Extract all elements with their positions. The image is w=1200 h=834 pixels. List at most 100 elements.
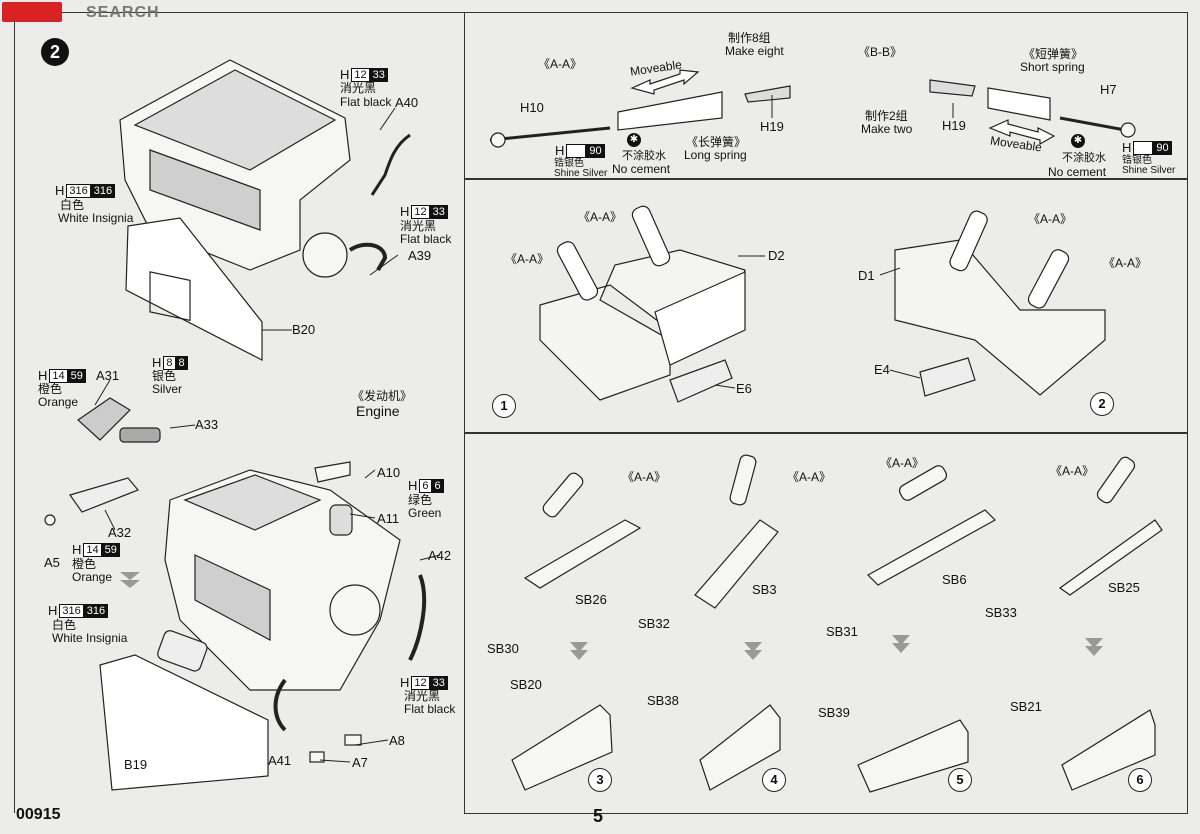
view-label-aa: 《A-A》 bbox=[538, 57, 583, 71]
step-circle: 1 bbox=[492, 394, 516, 418]
view-label-aa: 《A-A》 bbox=[787, 470, 832, 484]
part-label: H10 bbox=[520, 100, 544, 115]
logo-mark bbox=[2, 2, 62, 22]
view-label-aa: 《A-A》 bbox=[1028, 212, 1073, 226]
part-label: SB21 bbox=[1010, 699, 1042, 714]
part-label: A32 bbox=[108, 525, 132, 540]
color-name-en: Orange bbox=[38, 395, 79, 409]
part-label: H19 bbox=[942, 118, 966, 133]
no-cement-icon: ✱ bbox=[1071, 134, 1085, 148]
no-cement-cn: 不涂胶水 bbox=[622, 150, 666, 162]
color-name-cn: 消光黑 bbox=[400, 219, 437, 233]
view-label-aa: 《A-A》 bbox=[880, 456, 925, 470]
part-label: A39 bbox=[408, 248, 432, 263]
step-circle: 5 bbox=[948, 768, 972, 792]
no-cement-en: No cement bbox=[612, 162, 671, 176]
part-label: A11 bbox=[377, 511, 400, 526]
part-label: A8 bbox=[389, 733, 405, 748]
part-label: A31 bbox=[96, 368, 120, 383]
spring-panel bbox=[464, 12, 1188, 180]
kit-number: 00915 bbox=[16, 806, 61, 823]
part-label: SB32 bbox=[638, 616, 670, 631]
step-number-badge: 2 bbox=[41, 38, 69, 66]
assembly-panel-1-2 bbox=[464, 178, 1188, 434]
part-label: SB25 bbox=[1108, 580, 1140, 595]
color-name-en: Flat black bbox=[404, 702, 456, 716]
page-number: 5 bbox=[593, 806, 604, 826]
color-name-en: Green bbox=[408, 506, 442, 520]
logo-text: SEARCH bbox=[86, 4, 160, 21]
color-name-cn: 锆银色 bbox=[1122, 155, 1152, 166]
part-label: E6 bbox=[736, 381, 752, 396]
part-label: SB39 bbox=[818, 705, 850, 720]
long-spring-cn: 《长弹簧》 bbox=[686, 135, 747, 149]
view-label-aa: 《A-A》 bbox=[578, 210, 623, 224]
long-spring-en: Long spring bbox=[684, 148, 747, 162]
part-label: A40 bbox=[395, 95, 419, 110]
no-cement-cn: 不涂胶水 bbox=[1062, 152, 1106, 164]
color-name-cn: 消光黑 bbox=[404, 689, 441, 703]
assembly-panel-3-6 bbox=[464, 432, 1188, 814]
color-name-cn: 绿色 bbox=[408, 493, 433, 507]
part-label: A41 bbox=[268, 753, 292, 768]
part-label: E4 bbox=[874, 362, 890, 377]
color-name-cn: 白色 bbox=[60, 198, 85, 212]
section-title-en: Engine bbox=[356, 403, 400, 419]
view-label-aa: 《A-A》 bbox=[505, 252, 550, 266]
short-spring-en: Short spring bbox=[1020, 60, 1085, 74]
step-circle: 2 bbox=[1090, 392, 1114, 416]
color-name-cn: 白色 bbox=[52, 618, 77, 632]
part-label: B20 bbox=[292, 322, 316, 337]
view-label-bb: 《B-B》 bbox=[858, 45, 903, 59]
color-name-en: Shine Silver bbox=[1122, 165, 1176, 176]
part-label: A33 bbox=[195, 417, 219, 432]
part-label: A10 bbox=[377, 465, 401, 480]
color-name-en: White Insignia bbox=[52, 631, 128, 645]
color-name-cn: 锆银色 bbox=[554, 158, 584, 169]
part-label: D1 bbox=[858, 268, 875, 283]
view-label-aa: 《A-A》 bbox=[1103, 256, 1148, 270]
part-label: H19 bbox=[760, 119, 784, 134]
color-name-en: Flat black bbox=[340, 95, 392, 109]
make-two-en: Make two bbox=[861, 122, 913, 136]
short-spring-cn: 《短弹簧》 bbox=[1023, 47, 1084, 61]
part-label: SB3 bbox=[752, 582, 777, 597]
part-label: SB38 bbox=[647, 693, 679, 708]
step-circle: 4 bbox=[762, 768, 786, 792]
part-label: SB30 bbox=[487, 641, 519, 656]
part-label: SB33 bbox=[985, 605, 1017, 620]
part-label: SB26 bbox=[575, 592, 607, 607]
step-circle: 6 bbox=[1128, 768, 1152, 792]
color-name-en: Shine Silver bbox=[554, 168, 608, 179]
view-label-aa: 《A-A》 bbox=[622, 470, 667, 484]
part-label: SB20 bbox=[510, 677, 542, 692]
part-label: D2 bbox=[768, 248, 785, 263]
color-name-cn: 橙色 bbox=[72, 557, 97, 571]
color-name-cn: 消光黑 bbox=[340, 81, 377, 95]
no-cement-icon: ✱ bbox=[627, 133, 641, 147]
color-name-en: Silver bbox=[152, 382, 183, 396]
make-eight-en: Make eight bbox=[725, 44, 784, 58]
color-name-cn: 银色 bbox=[152, 369, 177, 383]
part-label: SB6 bbox=[942, 572, 967, 587]
part-label: A7 bbox=[352, 755, 368, 770]
color-name-cn: 橙色 bbox=[38, 382, 63, 396]
make-two-cn: 制作2组 bbox=[865, 109, 908, 123]
part-label: SB31 bbox=[826, 624, 858, 639]
view-label-aa: 《A-A》 bbox=[1050, 464, 1095, 478]
make-eight-cn: 制作8组 bbox=[728, 31, 771, 45]
part-label: B19 bbox=[124, 757, 148, 772]
part-label: A42 bbox=[428, 548, 452, 563]
step-circle: 3 bbox=[588, 768, 612, 792]
color-name-en: White Insignia bbox=[58, 211, 134, 225]
section-title-cn: 《发动机》 bbox=[352, 389, 413, 403]
